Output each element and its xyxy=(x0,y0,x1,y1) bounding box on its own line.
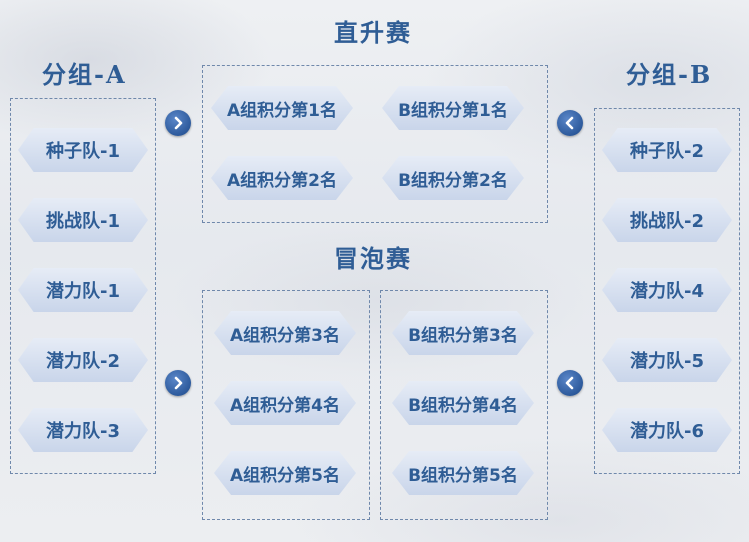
team-chip-b-5: 潜力队-6 xyxy=(602,408,732,452)
direct-frame xyxy=(202,65,548,223)
chevron-left-icon xyxy=(565,116,574,130)
team-chip-a-3: 潜力队-1 xyxy=(18,268,148,312)
arrow-left-bubble xyxy=(557,370,583,396)
direct-slot-a-1: A组积分第1名 xyxy=(211,86,353,130)
arrow-right-bubble xyxy=(165,370,191,396)
team-chip-a-4: 潜力队-2 xyxy=(18,338,148,382)
team-chip-a-1: 种子队-1 xyxy=(18,128,148,172)
team-chip-a-5: 潜力队-3 xyxy=(18,408,148,452)
bubble-slot-b-5: B组积分第5名 xyxy=(392,451,534,495)
chevron-right-icon xyxy=(174,116,183,130)
group-a-frame xyxy=(10,98,156,474)
bubble-slot-a-3: A组积分第3名 xyxy=(214,311,356,355)
arrow-right-direct xyxy=(165,110,191,136)
title-direct-promotion: 直升赛 xyxy=(334,18,412,47)
chevron-left-icon xyxy=(565,376,574,390)
bubble-slot-b-3: B组积分第3名 xyxy=(392,311,534,355)
bubble-slot-b-4: B组积分第4名 xyxy=(392,381,534,425)
team-chip-b-2: 挑战队-2 xyxy=(602,198,732,242)
direct-slot-a-2: A组积分第2名 xyxy=(211,156,353,200)
title-group-b: 分组-B xyxy=(626,60,713,89)
bubble-a-frame xyxy=(202,290,370,520)
direct-slot-b-1: B组积分第1名 xyxy=(382,86,524,130)
title-group-a: 分组-A xyxy=(42,60,127,89)
bubble-b-frame xyxy=(380,290,548,520)
team-chip-b-4: 潜力队-5 xyxy=(602,338,732,382)
chevron-right-icon xyxy=(174,376,183,390)
arrow-left-direct xyxy=(557,110,583,136)
title-bubble-match: 冒泡赛 xyxy=(334,244,412,273)
group-b-frame xyxy=(594,108,740,474)
team-chip-b-1: 种子队-2 xyxy=(602,128,732,172)
team-chip-a-2: 挑战队-1 xyxy=(18,198,148,242)
team-chip-b-3: 潜力队-4 xyxy=(602,268,732,312)
direct-slot-b-2: B组积分第2名 xyxy=(382,156,524,200)
bubble-slot-a-4: A组积分第4名 xyxy=(214,381,356,425)
bubble-slot-a-5: A组积分第5名 xyxy=(214,451,356,495)
